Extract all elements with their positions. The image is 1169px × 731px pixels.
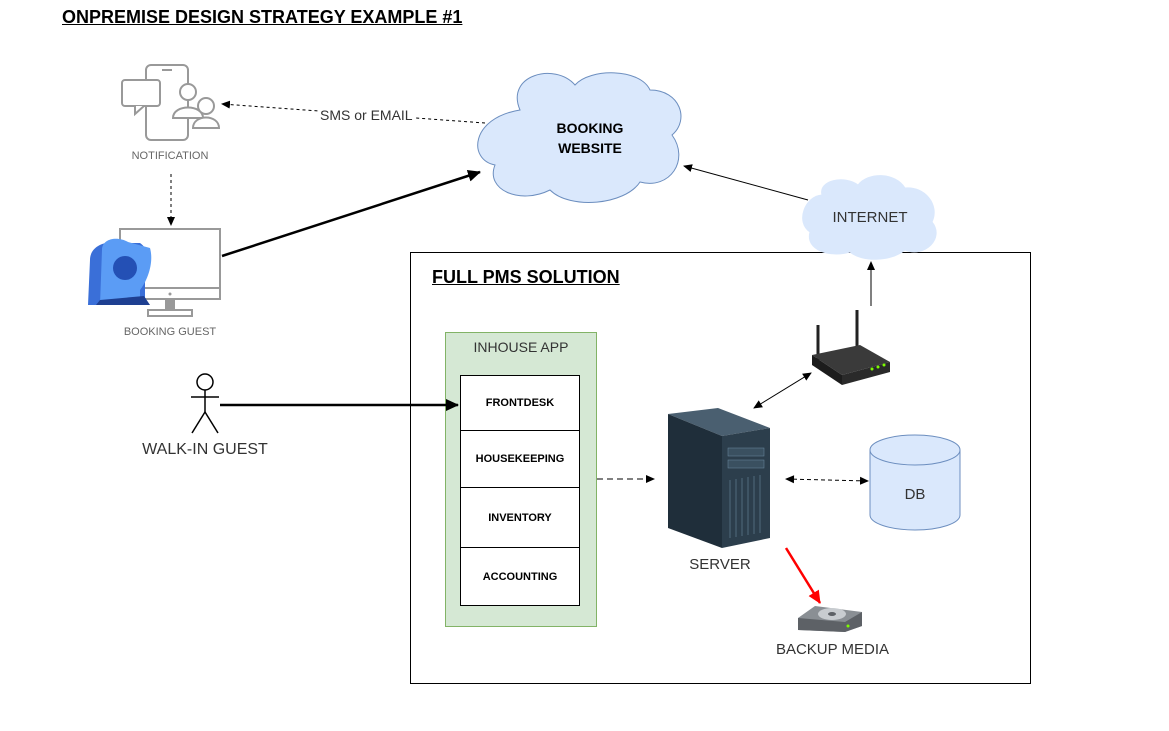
- internet-cloud: [802, 175, 937, 260]
- sms-email-arrow: [221, 100, 486, 124]
- server-label: SERVER: [689, 556, 751, 573]
- booking-guest-label: BOOKING GUEST: [123, 326, 217, 338]
- db-cylinder: [869, 434, 961, 531]
- notification-label: NOTIFICATION: [131, 150, 209, 162]
- server-to-backup-arrow: [784, 547, 822, 604]
- booking-guest-icon: [88, 228, 221, 317]
- internet-to-website-arrow: [683, 164, 809, 201]
- backup-media-icon: [798, 606, 862, 632]
- server-db-arrow: [785, 475, 869, 485]
- walkin-guest-icon: [191, 373, 219, 434]
- internet-label: INTERNET: [832, 209, 908, 226]
- booking-guest-to-website-arrow: [221, 170, 481, 258]
- module-accounting: ACCOUNTING: [460, 547, 580, 606]
- inhouse-app-label: INHOUSE APP: [473, 339, 569, 355]
- pms-title: FULL PMS SOLUTION: [432, 267, 620, 287]
- notification-icon: [121, 64, 221, 141]
- booking-website-label: BOOKING WEBSITE: [525, 118, 655, 158]
- server-router-arrow: [753, 372, 812, 409]
- booking-website-line1: BOOKING: [556, 120, 624, 136]
- booking-website-line2: WEBSITE: [558, 140, 622, 156]
- booking-website-cloud: [477, 72, 682, 203]
- diagram-title: ONPREMISE DESIGN STRATEGY EXAMPLE #1: [62, 7, 463, 27]
- connectors: [167, 100, 875, 604]
- server-icon: [668, 408, 770, 548]
- router-icon: [812, 310, 890, 385]
- module-housekeeping: HOUSEKEEPING: [460, 430, 580, 488]
- walkin-guest-label: WALK-IN GUEST: [142, 441, 268, 458]
- sms-email-label: SMS or EMAIL: [318, 107, 415, 123]
- module-inventory: INVENTORY: [460, 487, 580, 548]
- backup-media-label: BACKUP MEDIA: [775, 641, 890, 658]
- db-label: DB: [904, 486, 926, 503]
